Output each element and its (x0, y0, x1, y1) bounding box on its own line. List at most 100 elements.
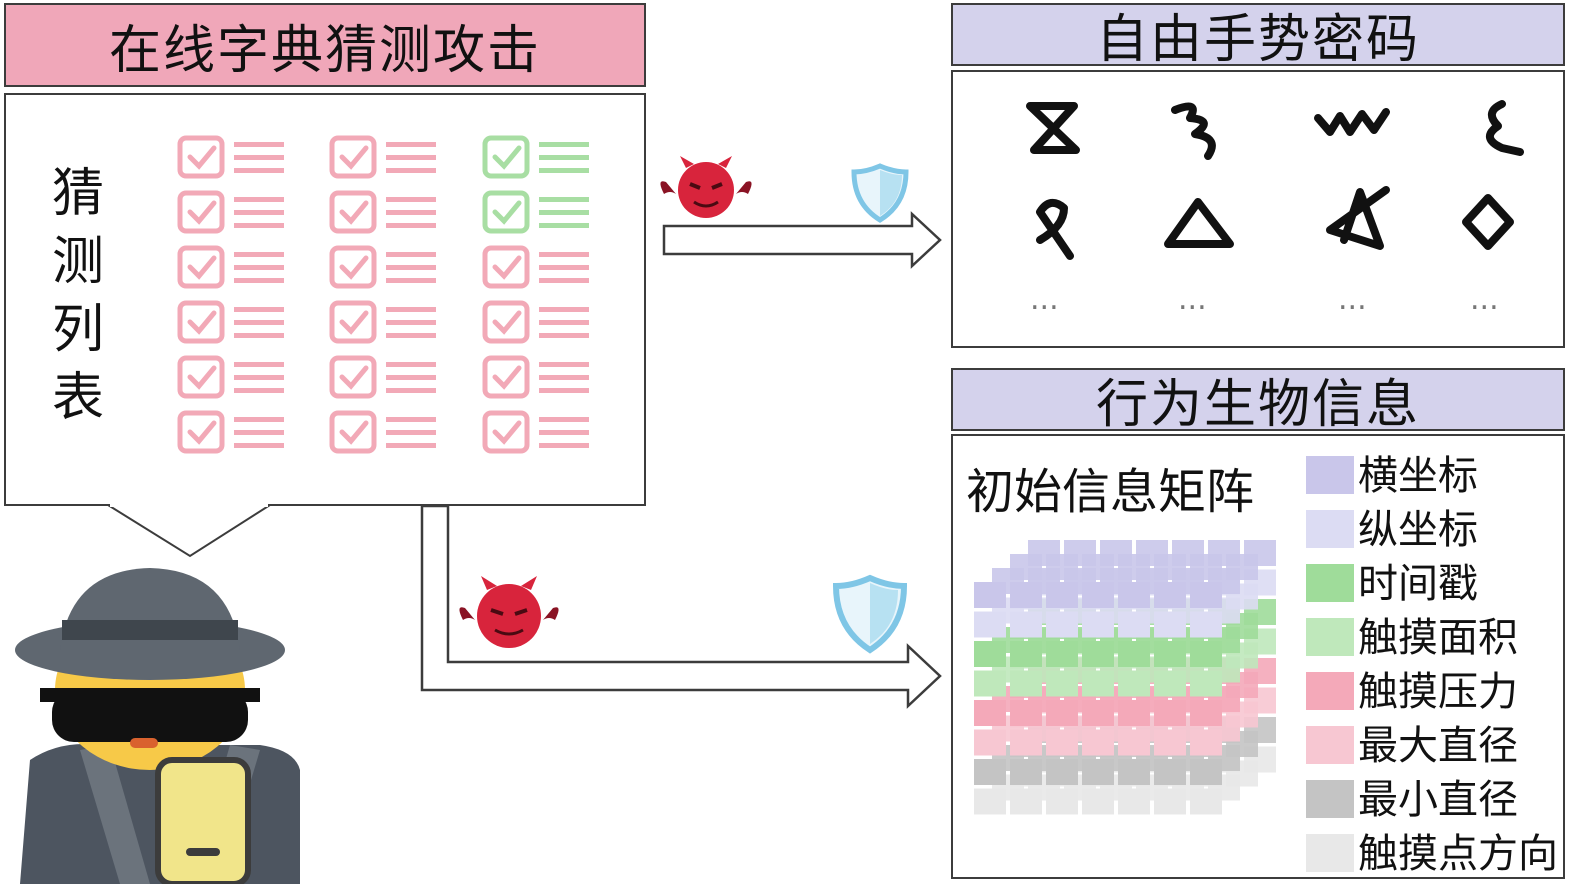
matrix-cell (1154, 759, 1186, 785)
guess-label-char: 猜 (51, 164, 104, 224)
matrix-cell (1118, 641, 1150, 667)
matrix-cell (1082, 788, 1114, 815)
legend-label: 纵坐标 (1358, 507, 1478, 553)
legend-swatch (1306, 618, 1354, 656)
matrix-cell (1190, 641, 1222, 667)
matrix-cell (1190, 700, 1222, 726)
legend-swatch (1306, 834, 1354, 872)
matrix-cell (1046, 700, 1078, 726)
matrix-cell (1010, 700, 1042, 726)
matrix-cell (1046, 670, 1078, 697)
matrix-cell (1154, 729, 1186, 756)
matrix-cell (1082, 582, 1114, 608)
spy-icon (15, 568, 300, 884)
checklist-item (177, 300, 284, 344)
matrix-cell (974, 641, 1006, 667)
guess-list-label: 猜 测 列 表 (48, 160, 108, 432)
guess-label-char: 测 (51, 232, 104, 292)
checklist-item (329, 410, 436, 454)
shield-icon (851, 163, 909, 223)
matrix-cell (1010, 670, 1042, 697)
matrix-cell (1046, 641, 1078, 667)
gesture-panel (951, 70, 1565, 348)
matrix-cell (1154, 788, 1186, 815)
legend-label: 触摸点方向 (1358, 831, 1558, 877)
matrix-cell (1010, 729, 1042, 756)
checklist-item (329, 190, 436, 234)
matrix-cell (1010, 582, 1042, 608)
gesture-ellipsis: ... (1338, 282, 1367, 317)
legend-swatch (1306, 780, 1354, 818)
matrix-cell (1118, 729, 1150, 756)
biometric-title-text: 行为生物信息 (1095, 375, 1420, 435)
legend-label: 最小直径 (1358, 777, 1518, 823)
legend-label: 时间戳 (1358, 561, 1478, 607)
checklist-item (177, 135, 284, 179)
matrix-cell (1082, 700, 1114, 726)
gesture-title: 自由手势密码 (951, 3, 1565, 70)
checklist-item (329, 135, 436, 179)
devil-icon (660, 156, 752, 218)
matrix-cell (1082, 611, 1114, 638)
matrix-cell (974, 729, 1006, 756)
gesture-ellipsis: ... (1178, 282, 1207, 317)
guess-list-panel (4, 93, 646, 506)
biometric-title: 行为生物信息 (951, 368, 1565, 435)
gesture-ellipsis: ... (1030, 282, 1059, 317)
matrix-cell (1118, 582, 1150, 608)
checklist-item (329, 245, 436, 289)
gesture-icon (1026, 100, 1524, 260)
matrix-cell (1154, 641, 1186, 667)
legend-swatch (1306, 726, 1354, 764)
checklist-item (177, 190, 284, 234)
matrix-cell (1046, 759, 1078, 785)
matrix-cell (1046, 582, 1078, 608)
attack-title: 在线字典猜测攻击 (4, 3, 646, 87)
matrix-cell (1082, 759, 1114, 785)
matrix-cell (1118, 611, 1150, 638)
matrix-cell (1118, 759, 1150, 785)
matrix-cell (974, 788, 1006, 815)
checklist-item (329, 300, 436, 344)
checklist-item (329, 355, 436, 399)
devil-icon (459, 576, 559, 648)
gesture-title-text: 自由手势密码 (1095, 10, 1420, 70)
legend-label: 最大直径 (1358, 723, 1518, 769)
shield-icon (832, 574, 908, 654)
matrix-cell (1154, 670, 1186, 697)
guess-label-char: 列 (51, 300, 104, 360)
matrix-cell (974, 670, 1006, 697)
legend-swatch (1306, 456, 1354, 494)
legend-label: 触摸压力 (1358, 669, 1518, 715)
checklist-item (482, 355, 589, 399)
checklist-item (177, 245, 284, 289)
legend-swatch (1306, 672, 1354, 710)
matrix-cell (1190, 611, 1222, 638)
matrix-cell (1118, 700, 1150, 726)
legend-label: 触摸面积 (1358, 615, 1518, 661)
legend-swatch (1306, 510, 1354, 548)
matrix-cell (974, 582, 1006, 608)
gesture-ellipsis: ... (1470, 282, 1499, 317)
matrix-cell (1046, 788, 1078, 815)
matrix-cell (1082, 641, 1114, 667)
matrix-front-layer (974, 582, 1222, 815)
matrix-cell (1154, 611, 1186, 638)
checklist-item (482, 410, 589, 454)
checklist-item (177, 410, 284, 454)
matrix-cell (1010, 611, 1042, 638)
checklist-item (177, 355, 284, 399)
matrix-cell (1118, 670, 1150, 697)
matrix-cell (1154, 700, 1186, 726)
matrix-cell (1082, 729, 1114, 756)
matrix-cell (974, 700, 1006, 726)
matrix-cell (1082, 670, 1114, 697)
legend-swatch (1306, 564, 1354, 602)
matrix-title: 初始信息矩阵 (966, 464, 1255, 520)
matrix-cell (1190, 729, 1222, 756)
matrix-cell (1010, 759, 1042, 785)
